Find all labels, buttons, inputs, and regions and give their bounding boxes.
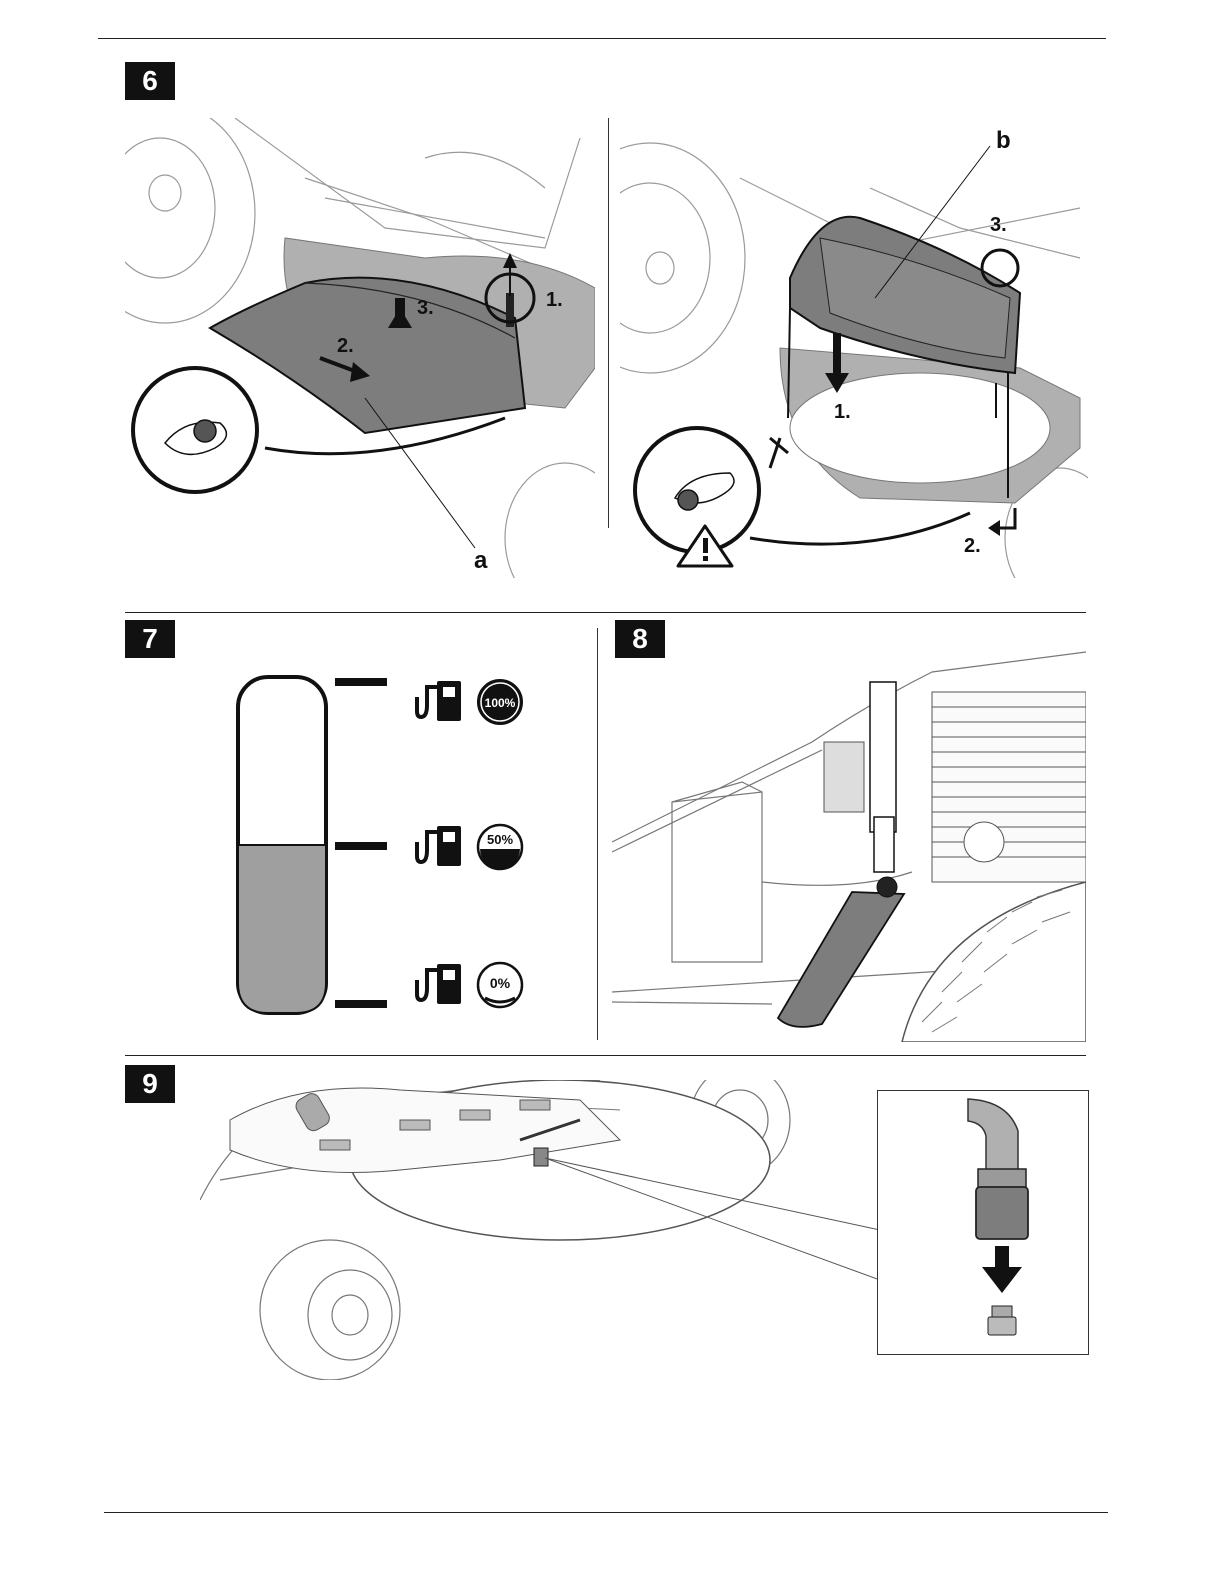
svg-text:2.: 2.	[337, 335, 354, 357]
figure-7-8-divider	[597, 628, 598, 1040]
level-label-0: 0%	[490, 975, 511, 991]
figure-9-detail-inset	[877, 1090, 1089, 1355]
top-rule	[98, 38, 1106, 39]
bottom-rule	[104, 1512, 1108, 1513]
part-label-b: b	[996, 127, 1011, 154]
figure-number-6: 6	[125, 62, 175, 100]
svg-text:1.: 1.	[834, 401, 851, 423]
figure-6-divider	[608, 118, 609, 528]
figure-6-left-illustration: 1. 2. 3. a	[125, 118, 595, 578]
figure-9-illustration	[200, 1080, 880, 1380]
fuel-level-fill	[238, 845, 326, 1013]
svg-text:1.: 1.	[546, 289, 563, 311]
svg-text:2.: 2.	[964, 535, 981, 557]
figure-7-fuel-gauge: 100% 50% 0%	[230, 665, 540, 1025]
divider-6-7	[125, 612, 1086, 613]
svg-text:3.: 3.	[990, 214, 1007, 236]
figure-number-7: 7	[125, 620, 175, 658]
level-label-50: 50%	[487, 832, 513, 847]
fuel-pump-icon	[415, 822, 465, 872]
level-label-100: 100%	[485, 696, 516, 710]
fuel-pump-icon	[415, 677, 465, 727]
figure-number-9: 9	[125, 1065, 175, 1103]
figure-6-right-illustration: 1. 2. 3. b	[620, 118, 1088, 578]
figure-8-illustration	[612, 632, 1086, 1042]
part-label-a: a	[474, 547, 488, 574]
divider-8-9	[125, 1055, 1086, 1056]
fuel-pump-icon	[415, 960, 465, 1010]
svg-text:3.: 3.	[417, 297, 434, 319]
